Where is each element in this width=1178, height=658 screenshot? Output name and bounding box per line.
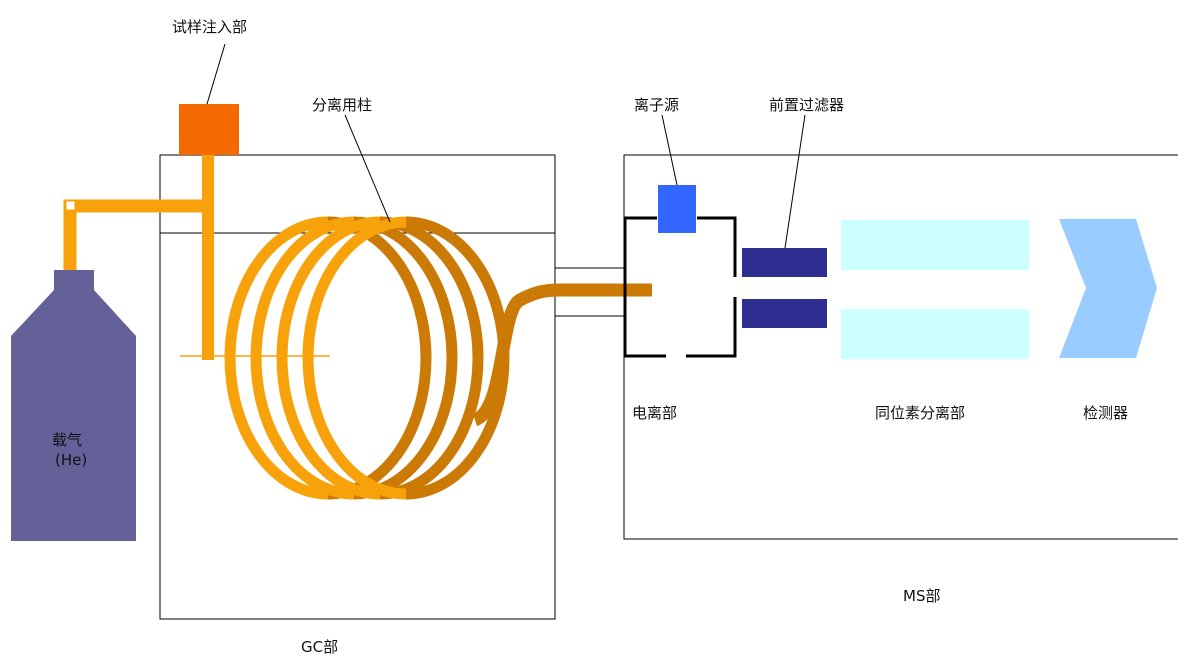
coil-front-4: [302, 216, 407, 500]
analyzer-rod-top: [841, 220, 1029, 270]
coil-front-2: [250, 216, 355, 500]
label-carrier-gas: 载气: [52, 431, 82, 449]
carrier-gas-pipe: [63, 199, 205, 275]
label-separation-column: 分离用柱: [312, 96, 372, 114]
carrier-gas-cylinder: [11, 270, 136, 541]
coil-front-1: [224, 216, 329, 500]
column-coil-back: [327, 216, 510, 500]
label-isotope-separation: 同位素分离部: [875, 404, 965, 422]
coil-back-3: [379, 216, 484, 500]
column-outlet: [471, 283, 652, 427]
gc-oven-box: [159, 154, 556, 620]
sample-injector: [179, 104, 239, 155]
analyzer-rod-bottom: [841, 309, 1029, 359]
pipe-joint-icon: [65, 200, 76, 211]
label-carrier-gas-he: (He): [55, 451, 87, 469]
leader-prefilter: [784, 114, 806, 249]
label-prefilter: 前置过滤器: [769, 96, 844, 114]
label-sample-injection: 试样注入部: [172, 18, 247, 36]
label-gc-section: GC部: [301, 638, 338, 656]
leader-sample-injection: [206, 43, 226, 105]
column-coil-front: [224, 216, 407, 500]
leader-separation-column: [344, 114, 391, 223]
ion-source-block: [658, 185, 696, 233]
label-ionization: 电离部: [632, 404, 677, 422]
leader-ion-source: [661, 114, 678, 186]
coil-back-1: [327, 216, 432, 500]
detector-chevron: [1059, 219, 1157, 358]
ionization-chamber: [623, 216, 737, 358]
prefilter-rod-bottom: [742, 299, 827, 328]
prefilter-rod-top: [742, 248, 827, 277]
label-ion-source: 离子源: [634, 96, 679, 114]
coil-front-3: [276, 216, 381, 500]
label-ms-section: MS部: [903, 587, 940, 605]
coil-back-2: [353, 216, 458, 500]
label-detector: 检测器: [1083, 404, 1128, 422]
